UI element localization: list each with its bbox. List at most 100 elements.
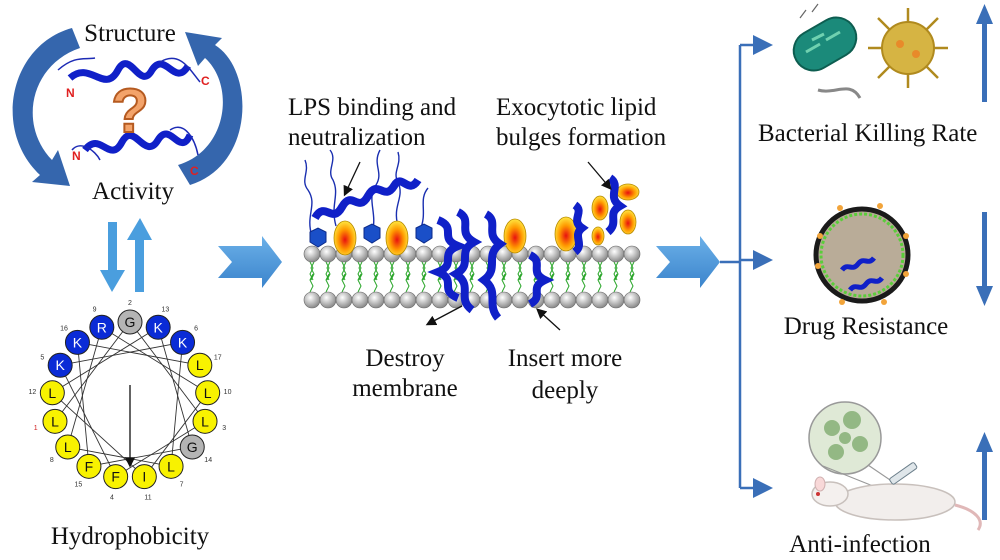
wheel-residue-number: 10	[224, 389, 232, 396]
cycle-arrow-right	[178, 32, 243, 185]
lipid-head	[335, 291, 353, 309]
wheel-connector	[170, 342, 183, 467]
wheel-residue-number: 4	[110, 494, 114, 501]
label-insert-line2: deeply	[531, 377, 599, 404]
c-terminus-bottom: C	[190, 164, 199, 178]
killing-rate-up-arrow	[976, 4, 993, 102]
wheel-connector	[60, 341, 183, 366]
lipid-tail	[629, 261, 635, 293]
resistant-cell-icon	[813, 203, 911, 305]
wheel-residue-number: 3	[222, 425, 226, 432]
n-terminus-bottom: N	[72, 149, 81, 163]
label-destroy-line2: membrane	[352, 375, 458, 402]
lipid-tails	[309, 261, 635, 293]
big-arrow-right	[656, 236, 720, 288]
wheel-residue-number: 12	[29, 389, 37, 396]
lipid-tail	[549, 261, 555, 293]
wheel-connector	[77, 342, 90, 467]
lipid-head	[351, 291, 369, 309]
lipid-head	[351, 245, 369, 263]
lipid-tail	[389, 261, 395, 293]
wheel-residue-circle	[55, 434, 81, 460]
lipid-head	[591, 291, 609, 309]
mouse-infection-icon	[808, 401, 982, 531]
wheel-residue-letter: L	[48, 385, 56, 401]
wheel-residue-number: 6	[194, 326, 198, 333]
lipid-tail	[597, 261, 603, 293]
wheel-residue-circle	[103, 464, 129, 490]
wheel-residue: L8	[50, 434, 81, 464]
lipid-tail	[581, 261, 587, 293]
wheel-connector	[129, 321, 206, 422]
lipid-head	[399, 291, 417, 309]
lipid-tail	[613, 261, 619, 293]
wheel-residue: K13	[145, 307, 171, 340]
lipid-head	[415, 291, 433, 309]
wheel-residue-letter: L	[201, 413, 209, 429]
wheel-connector	[77, 341, 200, 366]
cycle-arrows	[12, 28, 243, 186]
anti-infection-up-arrow	[976, 432, 993, 520]
lipid-head	[559, 291, 577, 309]
lipid-tail	[309, 261, 315, 293]
lipid-head	[383, 291, 401, 309]
wheel-residue-circle	[117, 309, 143, 335]
wheel-residue-circle	[131, 464, 157, 490]
label-killing-rate: Bacterial Killing Rate	[758, 120, 978, 147]
bacterium-rod-icon	[792, 3, 862, 99]
lipid-head	[367, 245, 385, 263]
wheel-residue-number: 2	[128, 300, 132, 307]
lipid-tail	[501, 261, 507, 293]
wheel-residue-circle	[187, 352, 213, 378]
label-insert-line1: Insert more	[507, 345, 623, 372]
lipid-bulges	[333, 183, 640, 256]
wheel-residue: L1	[34, 408, 68, 434]
wheel-connector	[52, 326, 159, 394]
wheel-connector	[157, 327, 193, 448]
wheel-residue: F15	[75, 453, 102, 488]
wheel-connector	[88, 446, 193, 467]
lipid-head	[607, 291, 625, 309]
wheel-residue-circle	[47, 352, 73, 378]
lipid-head	[495, 291, 513, 309]
wheel-residue-letter: K	[56, 357, 66, 373]
cycle-arrow-left	[12, 28, 81, 186]
label-drug-resistance: Drug Resistance	[783, 313, 949, 340]
lipid-head	[415, 245, 433, 263]
label-activity: Activity	[92, 178, 174, 205]
lipid-head	[575, 291, 593, 309]
wheel-connector	[59, 365, 117, 477]
big-arrow-left	[218, 236, 282, 288]
wheel-residue-letter: G	[187, 439, 198, 455]
lipid-tail	[341, 261, 347, 293]
wheel-connector	[54, 321, 131, 422]
wheel-residue-letter: L	[64, 439, 72, 455]
n-terminus-top: N	[66, 86, 75, 100]
lipid-head	[303, 291, 321, 309]
wheel-residue-number: 17	[214, 354, 222, 361]
label-destroy-line1: Destroy	[365, 345, 445, 372]
wheel-residue-number: 9	[93, 307, 97, 314]
lipid-tail	[565, 261, 571, 293]
lipid-head	[367, 291, 385, 309]
label-anti-infection: Anti-infection	[789, 531, 931, 558]
wheel-residue-circle	[179, 434, 205, 460]
lipid-head	[591, 245, 609, 263]
lps-pointer	[343, 161, 361, 197]
wheel-residue-circle	[39, 380, 65, 406]
lipid-tail	[517, 261, 523, 293]
wheel-connector	[143, 392, 209, 477]
label-exo-line1: Exocytotic lipid	[496, 94, 657, 121]
wheel-residue-letter: F	[85, 458, 94, 474]
lipid-tail	[421, 261, 427, 293]
wheel-residue: K16	[60, 326, 90, 355]
wheel-residue-number: 16	[60, 326, 68, 333]
insert-pointer	[536, 308, 561, 331]
wheel-residue: L7	[158, 453, 184, 488]
wheel-residue-circle	[192, 408, 218, 434]
lipid-head	[543, 245, 561, 263]
lipid-heads-top	[303, 245, 641, 263]
wheel-residue-circle	[195, 380, 221, 406]
